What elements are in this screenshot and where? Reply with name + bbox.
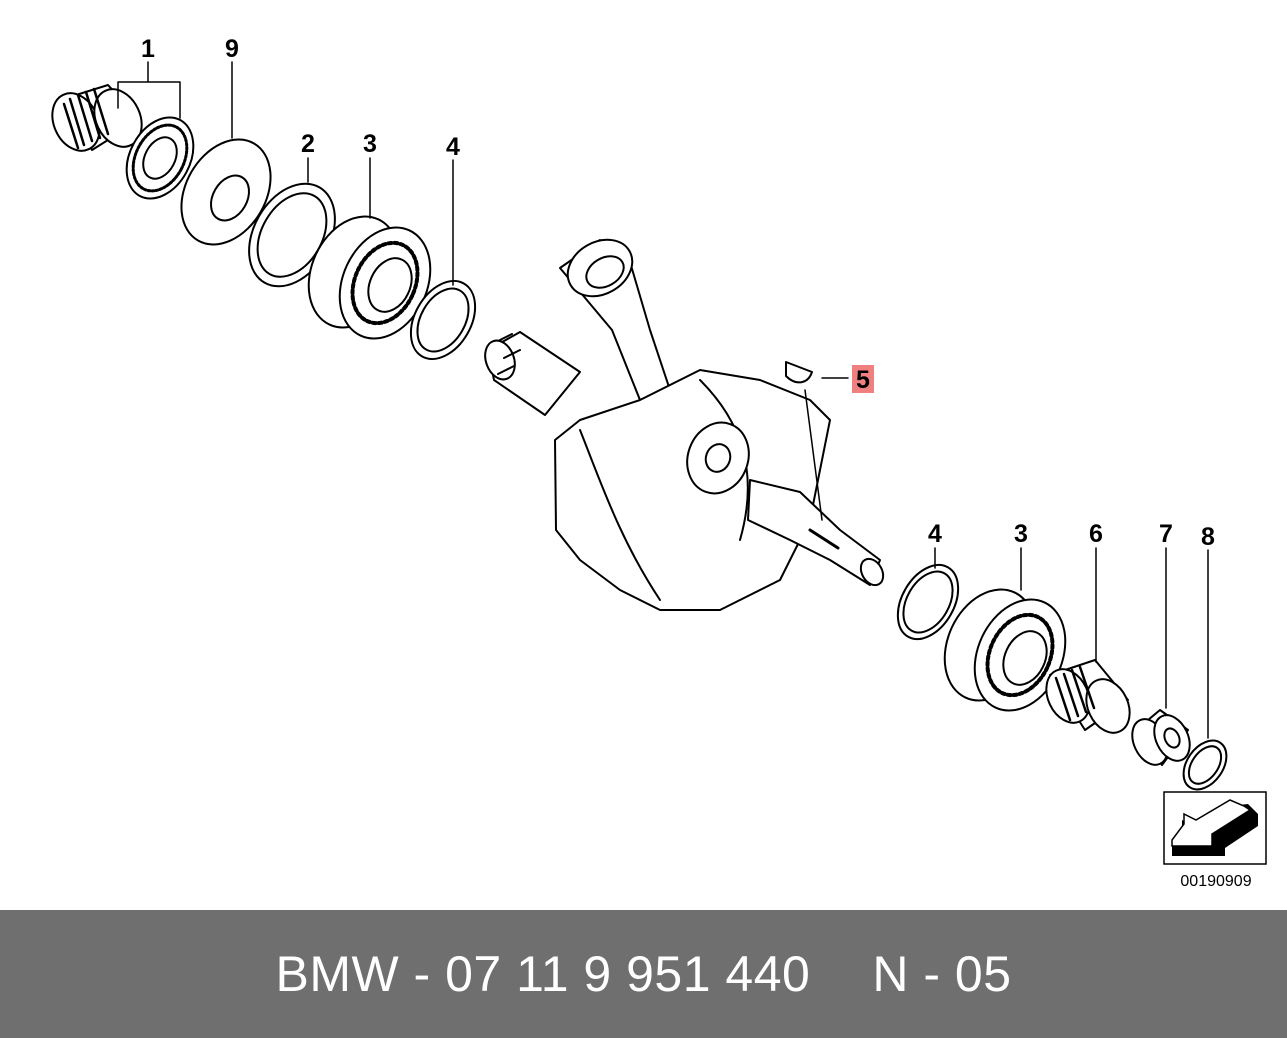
footer-bar: BMW - 07 11 9 951 440 N - 05 xyxy=(0,910,1287,1038)
callout-7: 7 xyxy=(1159,520,1173,548)
needle-bearing-upper xyxy=(51,84,143,152)
callout-3-lower: 3 xyxy=(1014,520,1028,548)
shim-lower xyxy=(896,564,960,640)
callout-9: 9 xyxy=(225,35,239,63)
crankshaft-assembly xyxy=(484,238,885,611)
position-label: N - 05 xyxy=(872,946,1012,1002)
footer-text: BMW - 07 11 9 951 440 N - 05 xyxy=(275,945,1011,1003)
parts-diagram: 1 9 2 3 4 5 4 3 6 7 8 00190909 xyxy=(51,35,1267,890)
direction-arrow-icon xyxy=(1171,799,1258,856)
callout-1: 1 xyxy=(141,35,155,63)
callout-5-highlight xyxy=(852,365,874,393)
thrust-needle-washer xyxy=(125,116,195,200)
drawing-number: 00190909 xyxy=(1180,873,1251,890)
leader-lines xyxy=(117,61,1209,739)
shim-upper xyxy=(409,280,477,360)
callout-6: 6 xyxy=(1089,520,1103,548)
callout-2: 2 xyxy=(301,130,315,158)
callout-3-upper: 3 xyxy=(363,130,377,158)
direction-arrow-box xyxy=(1163,791,1267,865)
roller-bearing-lower xyxy=(943,588,1067,712)
roller-bearing-upper xyxy=(307,215,432,340)
woodruff-key xyxy=(785,361,823,521)
callout-4-lower: 4 xyxy=(928,520,942,548)
exploded-view-drawing: 1 9 2 3 4 5 4 3 6 7 8 00190909 xyxy=(51,35,1267,890)
part-number-label: BMW - 07 11 9 951 440 xyxy=(275,946,811,1002)
needle-bearing-lower xyxy=(1045,659,1131,734)
callout-5: 5 xyxy=(856,366,870,394)
circlip xyxy=(1182,739,1228,791)
callout-4-upper: 4 xyxy=(446,133,460,161)
ball-bearing xyxy=(1131,709,1191,766)
callout-8: 8 xyxy=(1201,523,1215,551)
